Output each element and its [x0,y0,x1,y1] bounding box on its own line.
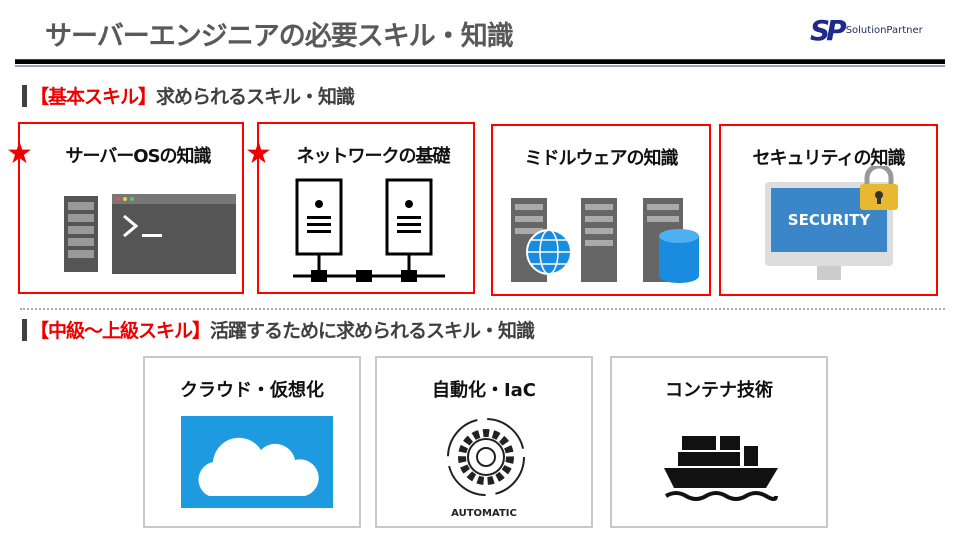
middleware-servers-icon [511,198,699,283]
heading-bar [22,84,27,107]
card-label: ミドルウェアの知識 [524,148,679,169]
card-label: セキュリティの知識 [752,148,906,169]
heading-bar [22,318,27,341]
logo: SP SolutionPartner [810,14,923,47]
card-label: ネットワークの基礎 [296,146,451,167]
card-middleware: ミドルウェアの知識 [491,124,711,296]
basic-heading-text: 求められるスキル・知識 [156,86,355,108]
monitor-stand [817,266,841,280]
card-container-tech: コンテナ技術 [610,356,828,528]
logo-mark: SP [810,14,847,47]
star-icon: ★ [6,136,33,171]
star-icon: ★ [245,136,272,171]
network-servers-icon [293,178,445,282]
basic-section-heading: 【基本スキル】 求められるスキル・知識 [22,82,355,109]
card-automation-iac: 自動化・IaC AUTOMATIC [375,356,593,528]
section-divider [20,308,945,310]
automation-gear-icon [447,418,525,496]
server-terminal-icon [64,194,236,274]
basic-tag: 【基本スキル】 [30,86,157,108]
advanced-tag: 【中級～上級スキル】 [30,320,211,342]
card-label: サーバーOSの知識 [65,146,211,167]
card-cloud: クラウド・仮想化 [143,356,361,528]
logo-text: SolutionPartner [845,25,923,36]
card-network-basics: ★ ネットワークの基礎 [245,122,475,294]
padlock-icon [860,166,898,210]
cloud-icon [181,416,333,508]
advanced-section-heading: 【中級～上級スキル】 活躍するために求められるスキル・知識 [22,316,535,343]
container-ship-icon [664,436,778,501]
card-server-os: ★ サーバーOSの知識 [6,122,244,294]
title-rule [15,59,945,64]
automatic-caption: AUTOMATIC [451,508,517,519]
card-label: コンテナ技術 [665,380,773,401]
card-label: クラウド・仮想化 [180,380,324,401]
advanced-heading-text: 活躍するために求められるスキル・知識 [210,320,535,342]
monitor-icon: SECURITY [765,182,893,266]
card-label: 自動化・IaC [431,380,537,401]
card-security: セキュリティの知識 SECURITY [719,124,938,296]
title-rule-shadow [15,65,945,67]
page-title: サーバーエンジニアの必要スキル・知識 [45,21,514,52]
